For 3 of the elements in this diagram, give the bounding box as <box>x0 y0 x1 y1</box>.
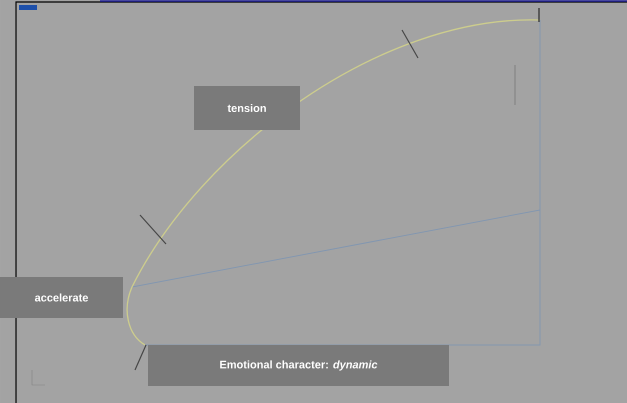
label-box: tension <box>194 86 300 130</box>
label-box: Emotional character: dynamic <box>148 345 449 386</box>
label-box: accelerate <box>0 277 123 318</box>
